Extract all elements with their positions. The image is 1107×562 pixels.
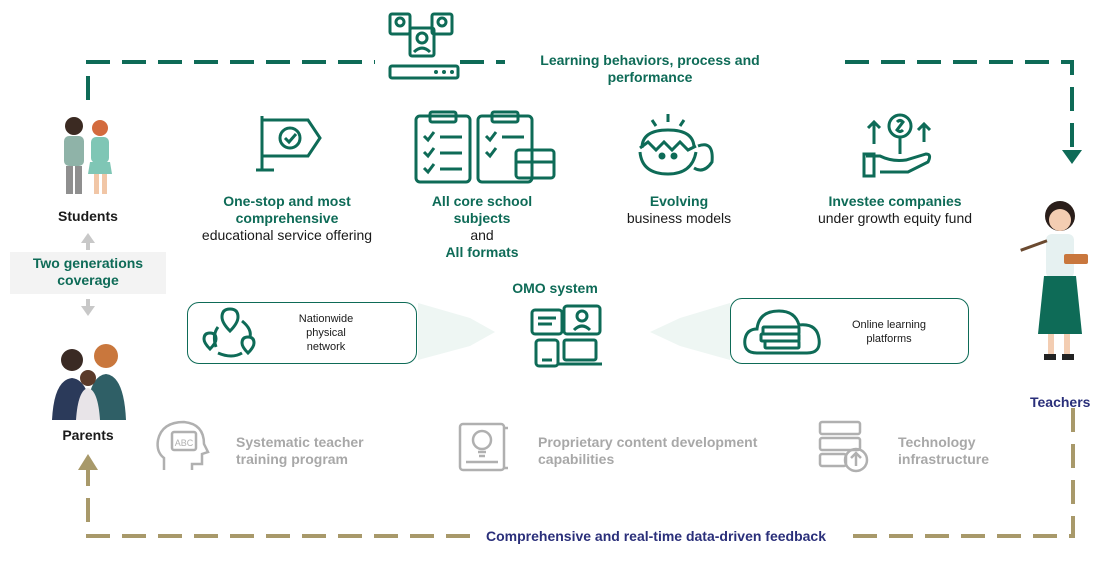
parents-label: Parents <box>62 427 114 443</box>
book-cloud-icon <box>741 303 825 364</box>
pillar-subjects: All core school subjects and All formats <box>420 193 544 261</box>
hatching-egg-icon <box>634 112 718 183</box>
pillar-one-stop: One-stop and most comprehensive educatio… <box>180 193 394 244</box>
monitor-people-icon <box>386 10 462 87</box>
pillar-subjects-title: All core school subjects <box>431 193 533 226</box>
pillar-evolving-title: Evolving <box>649 193 709 209</box>
top-feedback-loop <box>86 60 1074 150</box>
omo-devices-icon <box>528 302 604 375</box>
pillar-investee: Investee companies under growth equity f… <box>790 193 1000 227</box>
teacher-illustration <box>1018 196 1102 367</box>
money-growth-hand-icon <box>862 112 938 183</box>
pillar-evolving: Evolving business models <box>604 193 754 227</box>
pillar-one-stop-title: One-stop and most comprehensive <box>223 193 351 226</box>
pillar-investee-title: Investee companies <box>828 193 962 209</box>
pillar-one-stop-sub: educational service offering <box>201 227 373 243</box>
online-platforms-box: Online learning platforms <box>730 298 969 364</box>
coverage-down-arrow <box>81 306 95 316</box>
top-loop-label: Learning behaviors, process and performa… <box>540 52 760 85</box>
students-label: Students <box>58 208 118 224</box>
capability-content-development: Proprietary content development capabili… <box>538 434 758 467</box>
coverage-up-arrow <box>81 233 95 243</box>
pillar-subjects-and: and <box>470 227 494 243</box>
coverage-label: Two generations coverage <box>10 252 166 294</box>
capability-teacher-training: Systematic teacher training program <box>236 434 364 467</box>
flow-right-to-omo <box>650 303 730 360</box>
server-upload-icon <box>816 418 872 479</box>
parents-illustration <box>44 336 130 425</box>
clipboard-checklist-icon <box>412 110 560 191</box>
network-pins-icon <box>202 307 258 364</box>
pillar-subjects-formats: All formats <box>445 244 519 260</box>
physical-network-box: Nationwide physical network <box>187 302 417 364</box>
capability-technology: Technology infrastructure <box>898 434 990 467</box>
abc-head-icon: ABC <box>154 418 210 479</box>
svg-text:ABC: ABC <box>175 438 194 448</box>
online-platforms-label: Online learning platforms <box>852 319 926 345</box>
pillar-investee-sub: under growth equity fund <box>817 210 973 226</box>
flag-check-icon <box>254 112 326 179</box>
pillar-evolving-sub: business models <box>626 210 732 226</box>
top-loop-arrowhead <box>1062 150 1082 164</box>
students-illustration <box>52 112 122 203</box>
bottom-feedback-loop <box>86 408 1075 538</box>
physical-network-label: Nationwide physical network <box>298 313 354 353</box>
bottom-loop-arrowhead <box>78 454 98 470</box>
bottom-loop-label: Comprehensive and real-time data-driven … <box>470 528 842 545</box>
omo-title: OMO system <box>512 280 598 296</box>
bulb-book-icon <box>456 418 512 479</box>
teachers-label: Teachers <box>1030 394 1091 410</box>
flow-left-to-omo <box>418 303 495 360</box>
